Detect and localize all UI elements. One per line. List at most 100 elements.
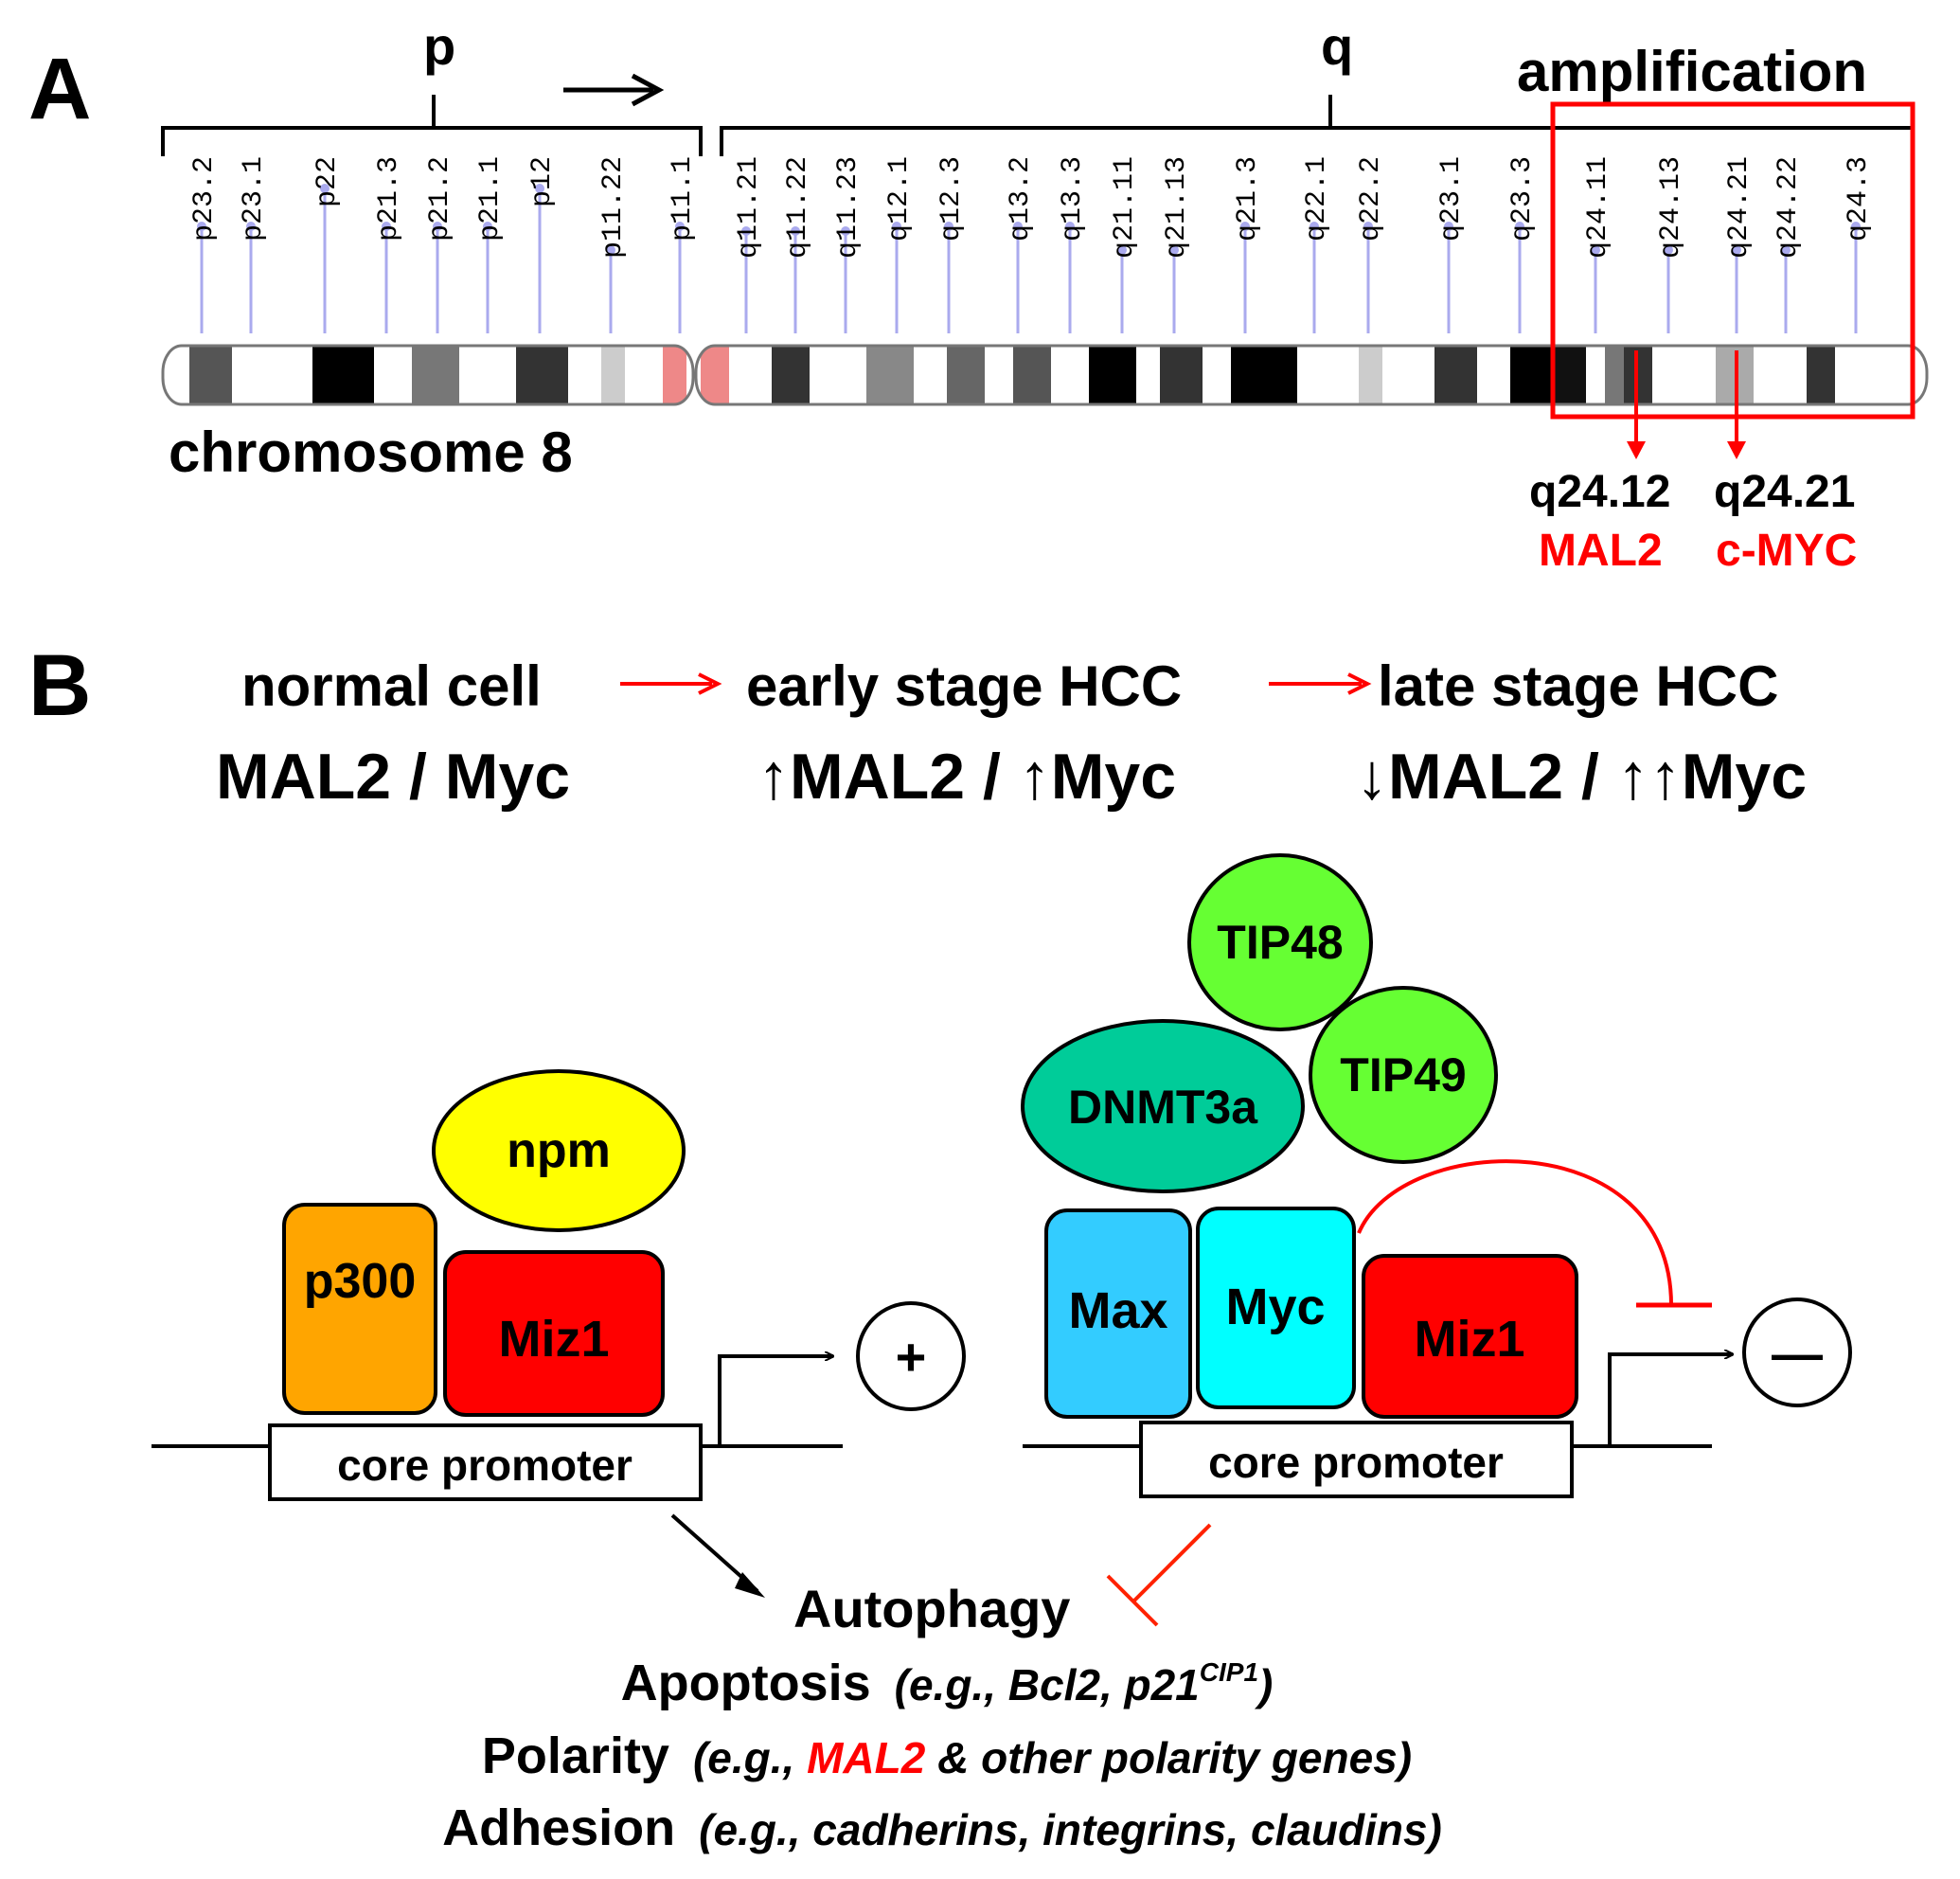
chromosome-band (1089, 346, 1136, 404)
process-apoptosis: Apoptosis (621, 1655, 871, 1711)
expression-normal: MAL2 / Myc (216, 741, 570, 813)
left-miz1-protein (443, 1250, 665, 1417)
q-arm-band-label: q24.21 (1723, 156, 1755, 259)
p-arm-band-label: p22 (312, 156, 344, 207)
right-core-promoter-label: core promoter (1208, 1438, 1504, 1487)
p300-protein (282, 1203, 437, 1415)
chromosome-band (729, 346, 772, 404)
chromosome-band (625, 346, 663, 404)
repression-link-inhibitor (1106, 1523, 1212, 1627)
q-arm-band-marker (1515, 222, 1524, 231)
q-arm-band-label: q22.1 (1301, 156, 1333, 242)
q-arm-band-label: q24.11 (1582, 156, 1614, 259)
chromosome-band (701, 346, 729, 404)
q-arm-band-label: q24.3 (1843, 156, 1875, 242)
q-arm-band-label: q22.2 (1355, 156, 1387, 242)
p-arm-band-label: p11.1 (667, 156, 699, 242)
polarity-examples-prefix: (e.g., (693, 1733, 807, 1782)
process-polarity: Polarity (482, 1727, 669, 1784)
apoptosis-examples-close: ) (1254, 1660, 1273, 1709)
right-core-promoter (1139, 1421, 1574, 1498)
chromosome-band (1754, 346, 1807, 404)
left-miz1-label: Miz1 (498, 1311, 609, 1368)
chromosome-label: chromosome 8 (169, 421, 573, 484)
q-arm-band-marker (1444, 222, 1453, 231)
expression-early: ↑MAL2 / ↑Myc (757, 741, 1176, 813)
q-arm-band-label: q11.23 (832, 156, 864, 259)
q-arm-band-marker (841, 226, 850, 236)
p-arm-band-label: p11.22 (597, 156, 630, 259)
q-arm-band-label: q13.3 (1057, 156, 1089, 242)
chromosome-band (1553, 346, 1586, 404)
q-arm-band-marker (892, 222, 901, 231)
chromosome-band (1013, 346, 1051, 404)
expression-late: ↓MAL2 / ↑↑Myc (1356, 741, 1807, 813)
chromosome-band (601, 346, 625, 404)
chromosome-band (1359, 346, 1382, 404)
tip49-label: TIP49 (1340, 1048, 1466, 1101)
q-arm-band-marker (1310, 222, 1319, 231)
chromosome-band (1203, 346, 1231, 404)
q-arm-band-marker (1169, 245, 1179, 255)
p-arm-band-marker (535, 184, 544, 193)
p-arm-band-label: p23.2 (188, 156, 221, 242)
q-arm-band-marker (741, 226, 751, 236)
q-arm-band-label: q21.3 (1232, 156, 1264, 242)
right-miz1-protein (1362, 1254, 1578, 1419)
chromosome-ideogram (161, 344, 1929, 406)
stage-arrow-2 (1269, 672, 1372, 695)
q-arm-band-label: q12.3 (935, 156, 968, 242)
q-arm-band-marker (791, 226, 800, 236)
left-core-promoter (268, 1423, 703, 1501)
process-polarity-line: Polarity (e.g., MAL2 & other polarity ge… (482, 1727, 1412, 1784)
repression-symbol (1742, 1297, 1852, 1407)
p-arm-band-marker (433, 222, 442, 231)
stage-normal-cell: normal cell (241, 654, 542, 718)
chromosome-band (232, 346, 312, 404)
p-arm-label: p (423, 16, 455, 76)
tip48-protein (1187, 853, 1373, 1031)
mal2-band-label: q24.12 (1529, 467, 1670, 517)
q-arm-band-label: q11.21 (733, 156, 765, 259)
stage-early-hcc: early stage HCC (746, 654, 1182, 718)
chromosome-band (1051, 346, 1089, 404)
p-arm-band-label: p21.3 (373, 156, 405, 242)
p300-label: p300 (304, 1254, 417, 1309)
p-arm-band-marker (675, 222, 685, 231)
panel-a-label: A (28, 41, 91, 137)
p-arm-band-marker (382, 222, 391, 231)
cmyc-locus-arrow (1727, 350, 1746, 459)
q-arm-band-label: q13.2 (1005, 156, 1037, 242)
p-arm-band-marker (197, 222, 206, 231)
chromosome-band (947, 346, 985, 404)
polarity-examples-mal2: MAL2 (807, 1733, 926, 1782)
chromosome-band (1434, 346, 1477, 404)
q-arm-band-marker (1781, 245, 1791, 255)
cmyc-band-label: q24.21 (1714, 467, 1855, 517)
q-arm-band-marker (1117, 245, 1127, 255)
q-arm-band-label: q12.1 (883, 156, 916, 242)
chromosome-band (1477, 346, 1510, 404)
mal2-locus-arrow (1627, 350, 1646, 459)
amplification-box (1550, 101, 1915, 420)
q-arm-band-marker (1851, 222, 1861, 231)
p-arm-band-label: p21.1 (474, 156, 507, 242)
left-core-promoter-label: core promoter (337, 1441, 633, 1490)
repression-symbol-label: — (1772, 1326, 1823, 1383)
chromosome-band (1652, 346, 1716, 404)
npm-protein (432, 1069, 686, 1232)
process-adhesion-line: Adhesion (e.g., cadherins, integrins, cl… (442, 1799, 1442, 1856)
chromosome-band (663, 346, 686, 404)
q-arm-band-label: q21.13 (1161, 156, 1193, 259)
q-arm-band-marker (1240, 222, 1250, 231)
right-transcription-complex: TIP48 DNMT3a TIP49 Max Myc Miz1 core pro… (1021, 853, 1852, 1498)
q-arm-label: q (1321, 16, 1353, 76)
npm-label: npm (507, 1123, 611, 1178)
dnmt3a-label: DNMT3a (1068, 1081, 1258, 1134)
chromosome-band (1231, 346, 1297, 404)
cmyc-gene-label: c-MYC (1716, 526, 1857, 576)
stage-arrow-1 (620, 672, 722, 695)
process-apoptosis-line: Apoptosis (e.g., Bcl2, p21CIP1) (621, 1655, 1274, 1711)
